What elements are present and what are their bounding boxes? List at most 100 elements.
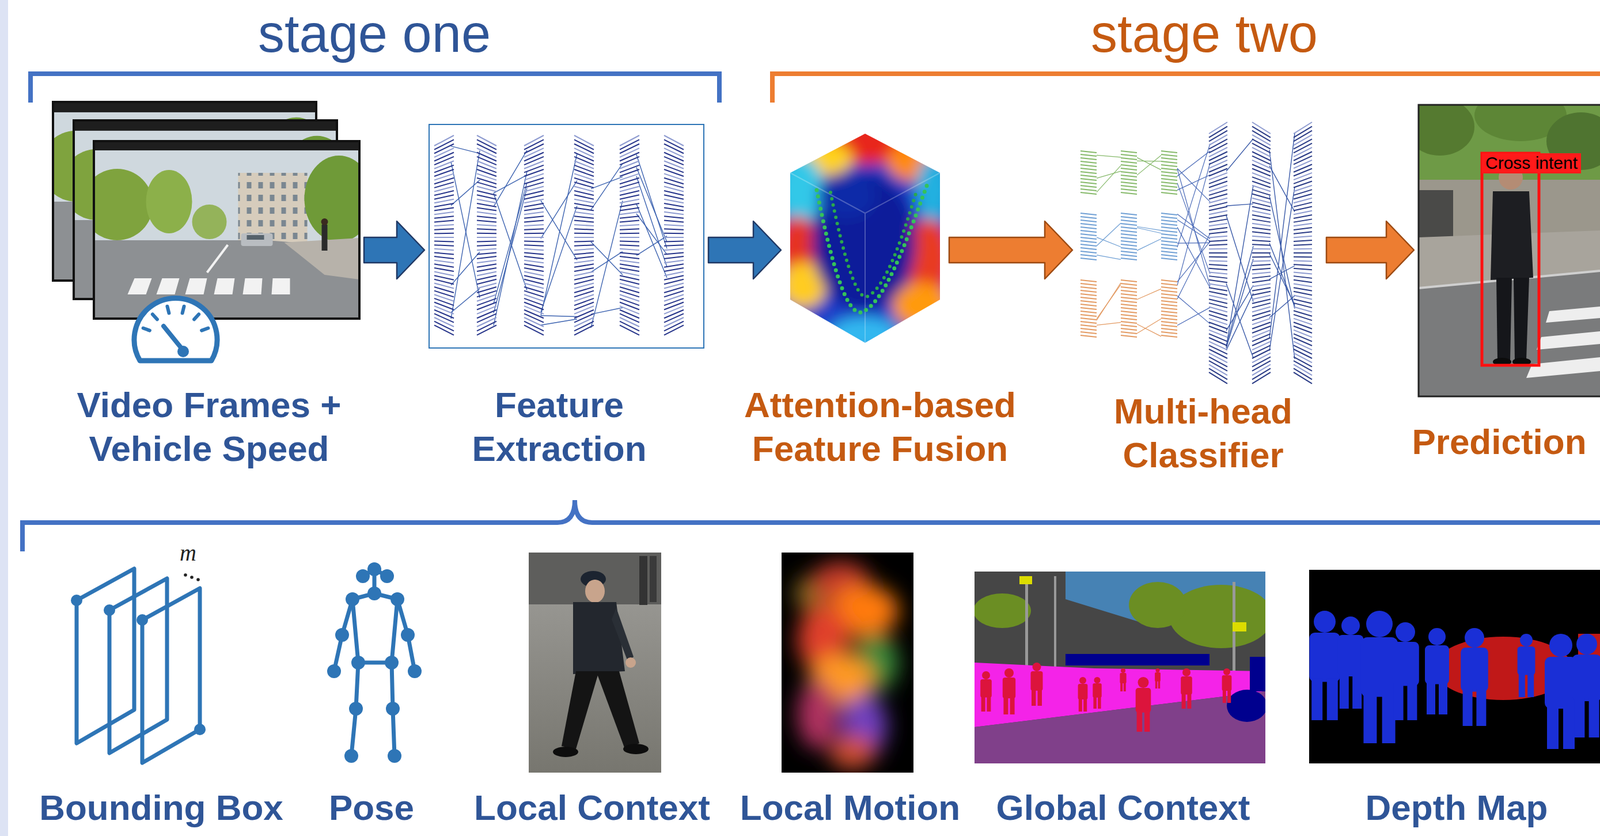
feature-type-node: Pose [328, 556, 421, 766]
net-neuron [1161, 185, 1178, 188]
net-neuron [1080, 311, 1097, 313]
net-neuron [524, 169, 544, 177]
net-neuron [1080, 161, 1097, 163]
person-depth [1476, 688, 1486, 726]
net-connection [1177, 162, 1211, 286]
person-depth [1572, 654, 1600, 701]
net-neuron [1252, 240, 1271, 242]
net-neuron [619, 275, 640, 280]
person-depth [1517, 646, 1536, 676]
net-neuron [619, 220, 640, 223]
net-neuron [664, 236, 684, 238]
segmentation-map-part [1065, 653, 1210, 666]
net-neuron [574, 228, 594, 230]
person-segment [1004, 668, 1014, 678]
net-neuron [1120, 240, 1137, 243]
net-neuron [524, 252, 544, 254]
net-neuron [664, 317, 684, 327]
net-neuron [434, 248, 454, 250]
net-connection [1136, 323, 1162, 336]
gauge-tick [201, 327, 208, 331]
net-neuron [574, 263, 594, 267]
net-neuron [434, 224, 454, 226]
net-neuron [1208, 227, 1228, 230]
prediction-photo-part [1496, 277, 1512, 360]
net-neuron [664, 244, 684, 246]
person-segment [1222, 689, 1227, 703]
net-neuron [1120, 297, 1137, 299]
net-neuron [574, 165, 594, 173]
net-neuron [1161, 213, 1178, 215]
net-neuron [619, 252, 640, 254]
prediction-photo [1418, 104, 1600, 397]
net-neuron [1293, 210, 1313, 215]
net-neuron [1252, 227, 1271, 230]
flow-arrow [1326, 221, 1414, 279]
net-neuron [1080, 185, 1097, 188]
fusion-node: Attention-based Feature Fusion [785, 127, 945, 347]
net-neuron [1293, 279, 1313, 283]
net-neuron [1293, 160, 1313, 169]
net-neuron [434, 324, 454, 335]
net-neuron [619, 324, 640, 335]
net-neuron [1120, 185, 1137, 188]
person-depth [1309, 610, 1600, 749]
input-node: Video Frames + Vehicle Speed [52, 101, 360, 369]
box-frame [109, 578, 168, 753]
net-neuron [524, 260, 544, 264]
net-neuron [1080, 328, 1097, 331]
net-connection [590, 163, 623, 210]
net-neuron [1120, 321, 1137, 324]
pose-bone [391, 598, 398, 663]
net-neuron [524, 236, 544, 238]
net-neuron [1161, 290, 1178, 293]
net-neuron [1293, 330, 1313, 338]
net-neuron [1293, 349, 1313, 359]
net-neuron [1120, 258, 1137, 260]
feature-type-node: Global Context [974, 571, 1266, 764]
net-neuron [524, 275, 544, 280]
net-neuron [1120, 154, 1137, 157]
depth-map-part [1309, 569, 1600, 764]
net-neuron [434, 143, 454, 154]
net-neuron [1252, 202, 1271, 207]
net-neuron [1161, 247, 1178, 250]
net-neuron [664, 271, 684, 276]
net-neuron [664, 248, 684, 250]
net-neuron [1208, 231, 1228, 234]
net-neuron [1080, 293, 1097, 296]
person-segment [986, 695, 991, 712]
net-neuron [434, 271, 454, 276]
net-neuron [1252, 198, 1271, 203]
frame-border [93, 141, 360, 319]
net-neuron [619, 256, 640, 259]
feature-extraction-node: Feature Extraction [429, 124, 704, 348]
net-connection [1177, 175, 1211, 191]
person-segment [1158, 680, 1161, 689]
net-connection [450, 146, 480, 154]
net-neuron [524, 294, 544, 301]
gauge-outline [134, 297, 218, 361]
net-connection [1269, 133, 1295, 339]
feature-bracket [22, 499, 1600, 552]
net-neuron [1208, 341, 1228, 351]
net-neuron [1080, 216, 1097, 219]
feature-type-node: Local Motion [781, 552, 914, 773]
net-neuron [1252, 298, 1271, 304]
net-neuron [1208, 164, 1228, 173]
prediction-photo-part [1490, 191, 1534, 280]
net-neuron [1080, 251, 1097, 253]
net-neuron [476, 211, 497, 215]
net-neuron [1161, 240, 1178, 243]
net-neuron [1208, 271, 1228, 274]
local-context-photo-part [596, 670, 640, 749]
net-neuron [476, 165, 497, 173]
net-neuron [619, 305, 640, 314]
neural-net [434, 135, 684, 336]
net-neuron [1293, 151, 1313, 161]
net-neuron [664, 194, 684, 199]
net-neuron [574, 203, 594, 207]
net-neuron [476, 152, 497, 162]
net-neuron [1252, 164, 1271, 173]
